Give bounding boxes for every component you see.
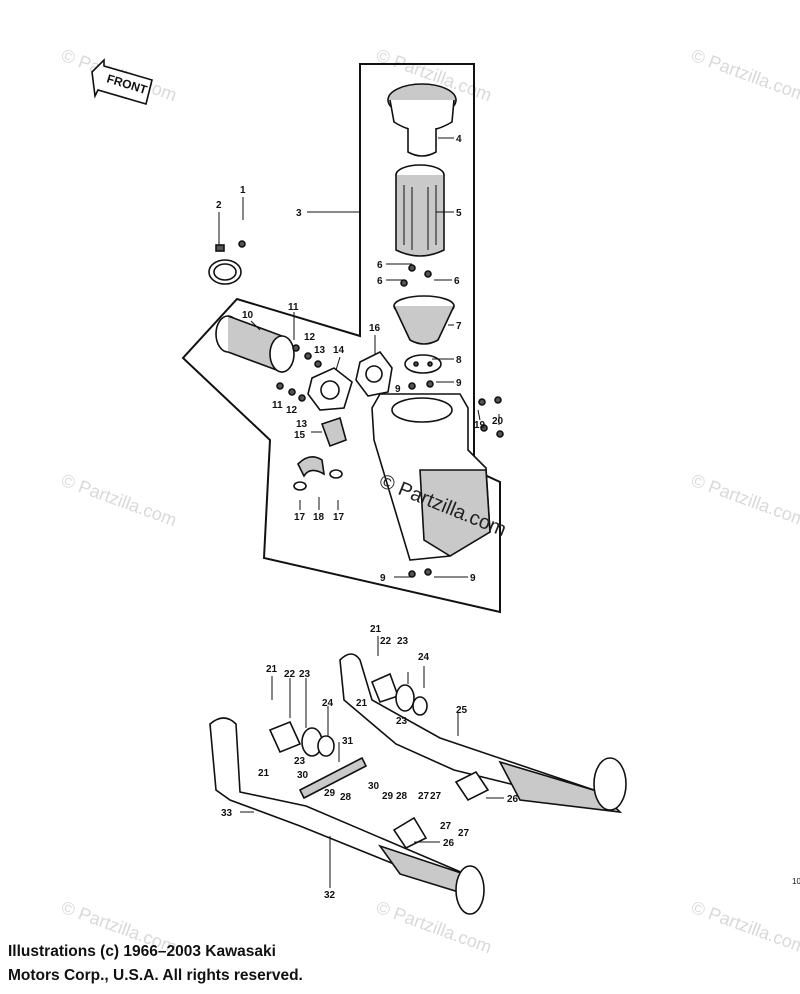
gasket-16: [355, 350, 393, 397]
callout-22: 22: [284, 669, 296, 680]
callout-13: 13: [314, 345, 326, 356]
callout-labels: 1 2 3 4 5 6 6 6 7 8 9 9 9 9 10 11 11 12 …: [216, 134, 519, 901]
callout-9: 9: [456, 378, 462, 389]
callout-22: 22: [380, 636, 392, 647]
callout-32: 32: [324, 890, 336, 901]
callout-6: 6: [454, 276, 460, 287]
callout-19: 19: [474, 420, 486, 431]
callout-17: 17: [294, 512, 306, 523]
assembly-boundary: [181, 63, 501, 614]
watermark: © Partzilla.com: [59, 470, 180, 530]
callout-6: 6: [377, 276, 383, 287]
callout-21: 21: [266, 664, 278, 675]
callout-24: 24: [322, 698, 334, 709]
air-cleaner-cap: [387, 83, 457, 157]
hose-clamp: [208, 244, 242, 285]
callout-8: 8: [456, 355, 462, 366]
callout-12: 12: [286, 405, 298, 416]
callout-21: 21: [370, 624, 382, 635]
callout-30: 30: [368, 781, 380, 792]
callout-11: 11: [272, 400, 283, 411]
copyright-line-1: Illustrations (c) 1966–2003 Kawasaki: [8, 943, 276, 960]
copyright-notice: Illustrations (c) 1966–2003 Kawasaki Mot…: [8, 940, 303, 988]
callout-7: 7: [456, 321, 462, 332]
callout-28: 28: [340, 792, 352, 803]
callout-26: 26: [507, 794, 519, 805]
callout-31: 31: [342, 736, 354, 747]
leader-lines: [218, 137, 504, 888]
upper-muffler: [339, 653, 627, 814]
callout-29: 29: [324, 788, 336, 799]
callout-21: 21: [356, 698, 368, 709]
lower-muffler: [209, 717, 485, 915]
callout-27: 27: [418, 791, 430, 802]
air-cleaner-funnel: [393, 295, 455, 345]
callout-24: 24: [418, 652, 430, 663]
exhaust-flanges: [268, 672, 428, 757]
callout-9: 9: [470, 573, 476, 584]
callout-27: 27: [458, 828, 470, 839]
watermark: © Partzilla.com: [689, 45, 800, 105]
callout-18: 18: [313, 512, 325, 523]
callout-20: 20: [492, 416, 504, 427]
watermark: © Partzilla.com: [689, 470, 800, 530]
callout-29: 29: [382, 791, 394, 802]
breather-hose: [293, 456, 343, 491]
callout-10: 10: [242, 310, 254, 321]
front-direction-badge: FRONT: [91, 58, 153, 106]
callout-15: 15: [294, 430, 306, 441]
callout-28: 28: [396, 791, 408, 802]
callout-30: 30: [297, 770, 309, 781]
watermark: © Partzilla.com: [689, 897, 800, 957]
intake-duct: [215, 315, 295, 374]
callout-5: 5: [456, 208, 462, 219]
crossover-pipe: [298, 756, 368, 800]
callout-13: 13: [296, 419, 308, 430]
callout-23: 23: [396, 716, 408, 727]
gasket-14: [307, 367, 353, 411]
muffler-brackets: [392, 770, 490, 850]
callout-25: 25: [456, 705, 468, 716]
callout-4: 4: [456, 134, 462, 145]
callout-21: 21: [258, 768, 270, 779]
air-cleaner-case: [371, 393, 491, 561]
callout-26: 26: [443, 838, 455, 849]
callout-27: 27: [440, 821, 452, 832]
small-hardware: [238, 240, 504, 578]
gasket-plate: [404, 354, 442, 374]
bracket-15: [320, 416, 347, 448]
callout-16: 16: [369, 323, 381, 334]
air-filter-element: [395, 164, 445, 257]
callout-2: 2: [216, 200, 222, 211]
callout-17: 17: [333, 512, 345, 523]
callout-14: 14: [333, 345, 345, 356]
copyright-line-2: Motors Corp., U.S.A. All rights reserved…: [8, 967, 303, 984]
callout-12: 12: [304, 332, 316, 343]
callout-27: 27: [430, 791, 442, 802]
callout-6: 6: [377, 260, 383, 271]
callout-11: 11: [288, 302, 299, 313]
edge-mark: 10: [792, 877, 800, 886]
callout-3: 3: [296, 208, 302, 219]
callout-9: 9: [380, 573, 386, 584]
callout-33: 33: [221, 808, 233, 819]
callout-23: 23: [294, 756, 306, 767]
callout-23: 23: [299, 669, 311, 680]
callout-1: 1: [240, 185, 246, 196]
callout-9: 9: [395, 384, 401, 395]
callout-23: 23: [397, 636, 409, 647]
